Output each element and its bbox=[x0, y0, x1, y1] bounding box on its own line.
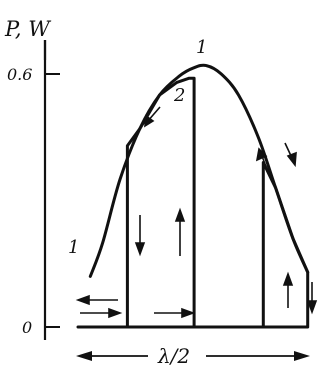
span-arrow-right bbox=[294, 351, 310, 361]
arrow-right-curve-up-head bbox=[255, 147, 268, 162]
arrow-left-horizontal-head bbox=[75, 294, 90, 306]
curve-2-label: 2 bbox=[173, 85, 185, 106]
arrow-right-curve-down-head bbox=[286, 151, 297, 168]
curve-2 bbox=[76, 76, 310, 329]
y-axis-label: P, W bbox=[4, 17, 52, 41]
arrow-along-curve-left-head bbox=[144, 114, 155, 128]
curve-1-label-top: 1 bbox=[196, 37, 207, 58]
y-tick-label-0.6: 0.6 bbox=[7, 65, 32, 84]
arrow-right-horizontal-mid-head bbox=[181, 307, 196, 319]
arrow-right-loop-down-head bbox=[306, 300, 318, 315]
span-arrow-left bbox=[76, 351, 92, 361]
arrow-left-loop-up-head bbox=[174, 207, 186, 222]
arrow-right-loop-up-head bbox=[282, 271, 294, 286]
arrow-right-horizontal-left-head bbox=[108, 307, 123, 319]
x-axis-label: λ/2 bbox=[157, 344, 190, 368]
curve-1-label-left: 1 bbox=[68, 237, 79, 258]
arrow-right-curve-up bbox=[261, 155, 269, 173]
direction-arrows bbox=[75, 106, 318, 319]
curve-1 bbox=[88, 63, 310, 278]
y-tick-label-0: 0 bbox=[22, 318, 32, 337]
arrow-left-loop-down-head bbox=[134, 242, 146, 257]
